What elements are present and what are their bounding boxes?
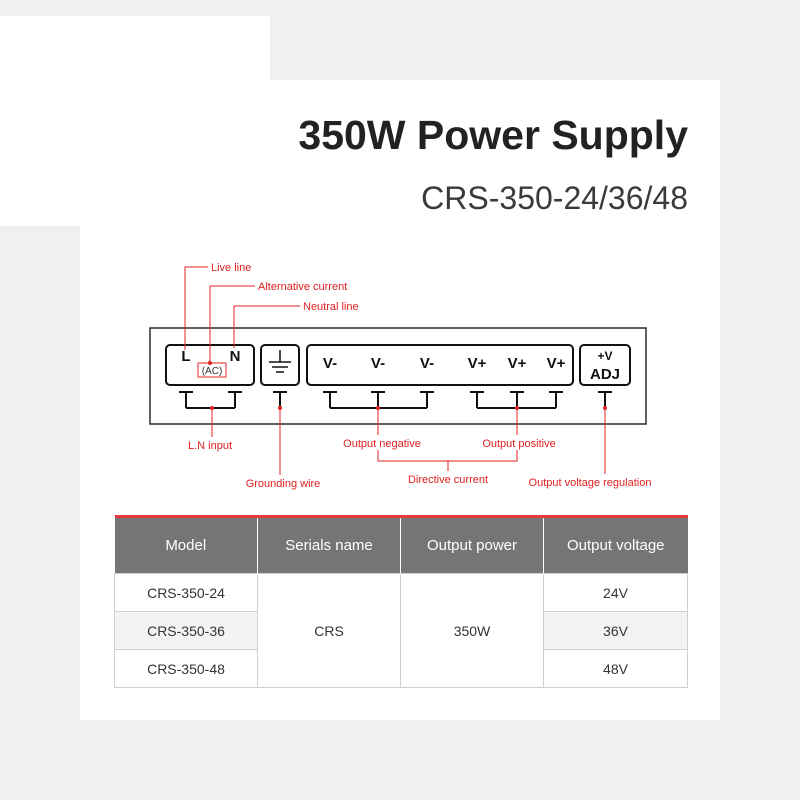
terminal-adj-bottom: ADJ — [590, 366, 620, 383]
ground-terminal-box — [260, 344, 300, 386]
header-model: Model — [114, 516, 258, 574]
header-output-power: Output power — [400, 516, 544, 574]
table-row: CRS-350-36 36V — [114, 611, 688, 650]
model-cell: CRS-350-36 — [114, 611, 258, 650]
series-name-cell: CRS — [257, 573, 401, 688]
terminal-v-minus-1: V- — [323, 355, 337, 372]
adj-terminal-box — [579, 344, 631, 386]
voltage-cell: 24V — [543, 573, 688, 612]
label-grounding-wire: Grounding wire — [246, 478, 321, 490]
spec-table: Model Serials name Output power Output v… — [114, 515, 688, 688]
terminal-v-minus-3: V- — [420, 355, 434, 372]
adj-dot — [603, 406, 607, 410]
label-output-negative: Output negative — [343, 438, 421, 450]
label-directive-current: Directive current — [408, 474, 488, 486]
model-subtitle: CRS-350-24/36/48 — [421, 180, 688, 216]
page-title: 350W Power Supply — [298, 112, 688, 158]
ln-dot — [210, 406, 214, 410]
terminal-v-plus-2: V+ — [508, 355, 527, 372]
pos-dot — [515, 406, 519, 410]
terminal-ac-label: (AC) — [202, 366, 223, 377]
header-output-voltage: Output voltage — [543, 516, 688, 574]
terminal-adj-top: +V — [597, 349, 612, 363]
output-power-cell: 350W — [400, 573, 544, 688]
model-cell: CRS-350-48 — [114, 649, 258, 688]
terminal-v-plus-1: V+ — [468, 355, 487, 372]
ac-dot — [208, 361, 212, 365]
label-ln-input: L.N input — [188, 440, 232, 452]
neg-dot — [376, 406, 380, 410]
ground-icon — [269, 350, 291, 373]
terminal-strip — [149, 327, 647, 425]
dc-output-terminal-box — [306, 344, 574, 386]
model-cell: CRS-350-24 — [114, 573, 258, 612]
label-alternative-current: Alternative current — [258, 281, 347, 293]
terminal-l: L — [181, 348, 190, 365]
terminal-n: N — [230, 348, 241, 365]
header-serials-name: Serials name — [257, 516, 401, 574]
label-live-line: Live line — [211, 262, 251, 274]
terminal-v-minus-2: V- — [371, 355, 385, 372]
label-output-voltage-regulation: Output voltage regulation — [529, 477, 652, 489]
callout-leaders — [184, 266, 606, 475]
spec-table-header-row: Model Serials name Output power Output v… — [114, 516, 688, 574]
terminal-v-plus-3: V+ — [547, 355, 566, 372]
ground-dot — [278, 406, 282, 410]
label-output-positive: Output positive — [482, 438, 555, 450]
voltage-cell: 36V — [543, 611, 688, 650]
table-row: CRS-350-24 CRS 350W 24V — [114, 573, 688, 688]
table-row: CRS-350-48 48V — [114, 649, 688, 688]
label-neutral-line: Neutral line — [303, 301, 359, 313]
terminal-brackets — [179, 391, 612, 409]
voltage-cell: 48V — [543, 649, 688, 688]
